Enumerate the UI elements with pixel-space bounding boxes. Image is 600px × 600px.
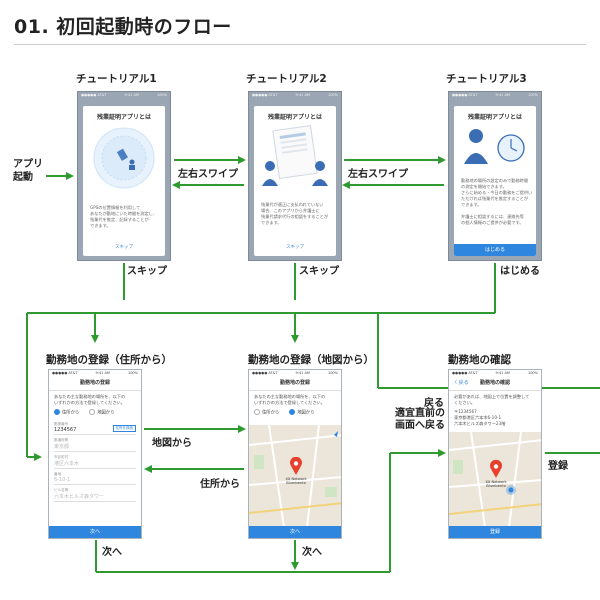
start-button[interactable]: はじめる [454,244,536,256]
back-desc-label: 適宜直前の 画面へ戻る [395,408,445,431]
title-divider [14,44,586,45]
postal-field[interactable]: 郵便番号 1234567 住所を検索 [54,422,136,435]
skip-label-2: スキップ [299,266,339,277]
reg-description: あなたの主な勤務地の場所を、以下の いずれかの方法で登録してください。 [54,394,126,405]
tutorial1-label: チュートリアル1 [76,73,157,85]
confirm-description: 必要があれば、地図上で位置を調整して ください。 [454,394,530,405]
tutorial2-card: 残業証明アプリとは 残業代が適正に支払われていない 場合、このアプリから弁護士に… [254,106,336,256]
worker-clock-illustration-icon [464,129,525,164]
confirm-address: 東京都港区六本木6-10-1 六本木ヒルズ森タワー23階 [454,415,506,426]
app-launch-label: アプリ 起動 [13,159,43,183]
swipe-label-1: 左右スワイプ [178,169,238,180]
map-streets [249,425,341,527]
tutorial2-label: チュートリアル2 [246,73,327,85]
tutorial3-card: 残業証明アプリとは 勤務地の場所の設定のみで勤務時間 の測定を開始できます。 さ… [454,106,536,256]
confirm-postal: 〒1234567 [454,409,477,414]
street-field[interactable]: 番地 6-10-1 [54,472,136,485]
card-title: 残業証明アプリとは [96,114,151,121]
from-map-label: 地図から [152,438,192,449]
map-view[interactable]: XX Network Blumbento [249,425,341,527]
tutorial2-text: 残業代が適正に支払われていない 場合、このアプリから弁護士に 残業代請求代行の相… [261,202,329,225]
tutorial2-skip-link[interactable]: スキップ [286,245,304,250]
gps-illustration-icon [93,127,155,189]
radio-address[interactable]: 住所から [254,409,279,416]
next-label-1: 次へ [102,547,122,558]
radio-map[interactable]: 地図から [89,409,114,416]
next-button[interactable]: 次へ [249,526,341,538]
city-field[interactable]: 市区町村 港区六本木 [54,455,136,469]
start-label: はじめる [500,266,540,277]
skip-label-1: スキップ [127,266,167,277]
tutorial1-skip-link[interactable]: スキップ [115,245,133,250]
register-label: 登録 [548,461,568,472]
back-label: 戻る [424,398,444,409]
confirm-label: 勤務地の確認 [448,354,511,366]
lawyer-illustration-icon [262,125,328,186]
swipe-label-2: 左右スワイプ [348,169,408,180]
from-address-label: 住所から [200,479,240,490]
prefecture-field[interactable]: 都道府県 東京都 [54,438,136,452]
map-pin-icon [290,457,302,475]
reg-map-label: 勤務地の登録（地図から） [248,354,374,366]
back-button[interactable]: 〈 戻る [452,380,469,386]
building-field[interactable]: ビル名等 六本木ヒルズ森タワー [54,488,136,502]
next-label-2: 次へ [302,547,322,558]
radio-map[interactable]: 地図から [289,409,314,416]
tutorial1-card: 残業証明アプリとは GPSの位置情報を利用して あなたが勤地にいた時間を測定し、… [83,106,165,256]
tutorial1-text: GPSの位置情報を利用して あなたが勤地にいた時間を測定し、 残業代を推定、記録… [90,205,158,228]
reg-address-label: 勤務地の登録（住所から） [46,354,172,366]
tutorial3-label: チュートリアル3 [446,73,527,85]
tutorial3-text: 勤務地の場所の設定のみで勤務時間 の測定を開始できます。 さらに始める・今日の勤… [461,178,533,225]
postal-search-button[interactable]: 住所を検索 [112,424,136,432]
map-pin-label: XX Network Blumbento [285,477,307,485]
confirm-map-streets [449,432,541,527]
radio-address[interactable]: 住所から [54,409,79,416]
confirm-map-view[interactable]: XX Network Blumbento [449,432,541,527]
next-button[interactable]: 次へ [49,526,141,538]
confirm-map-pin-icon [490,460,502,478]
confirm-title: 勤務地の確認 [479,380,510,386]
page-title: 01. 初回起動時のフロー [14,16,232,38]
register-button[interactable]: 登録 [449,526,541,538]
nav-title: 勤務地の登録 [49,377,141,391]
confirm-pin-label: XX Network Blumbento [485,480,507,488]
